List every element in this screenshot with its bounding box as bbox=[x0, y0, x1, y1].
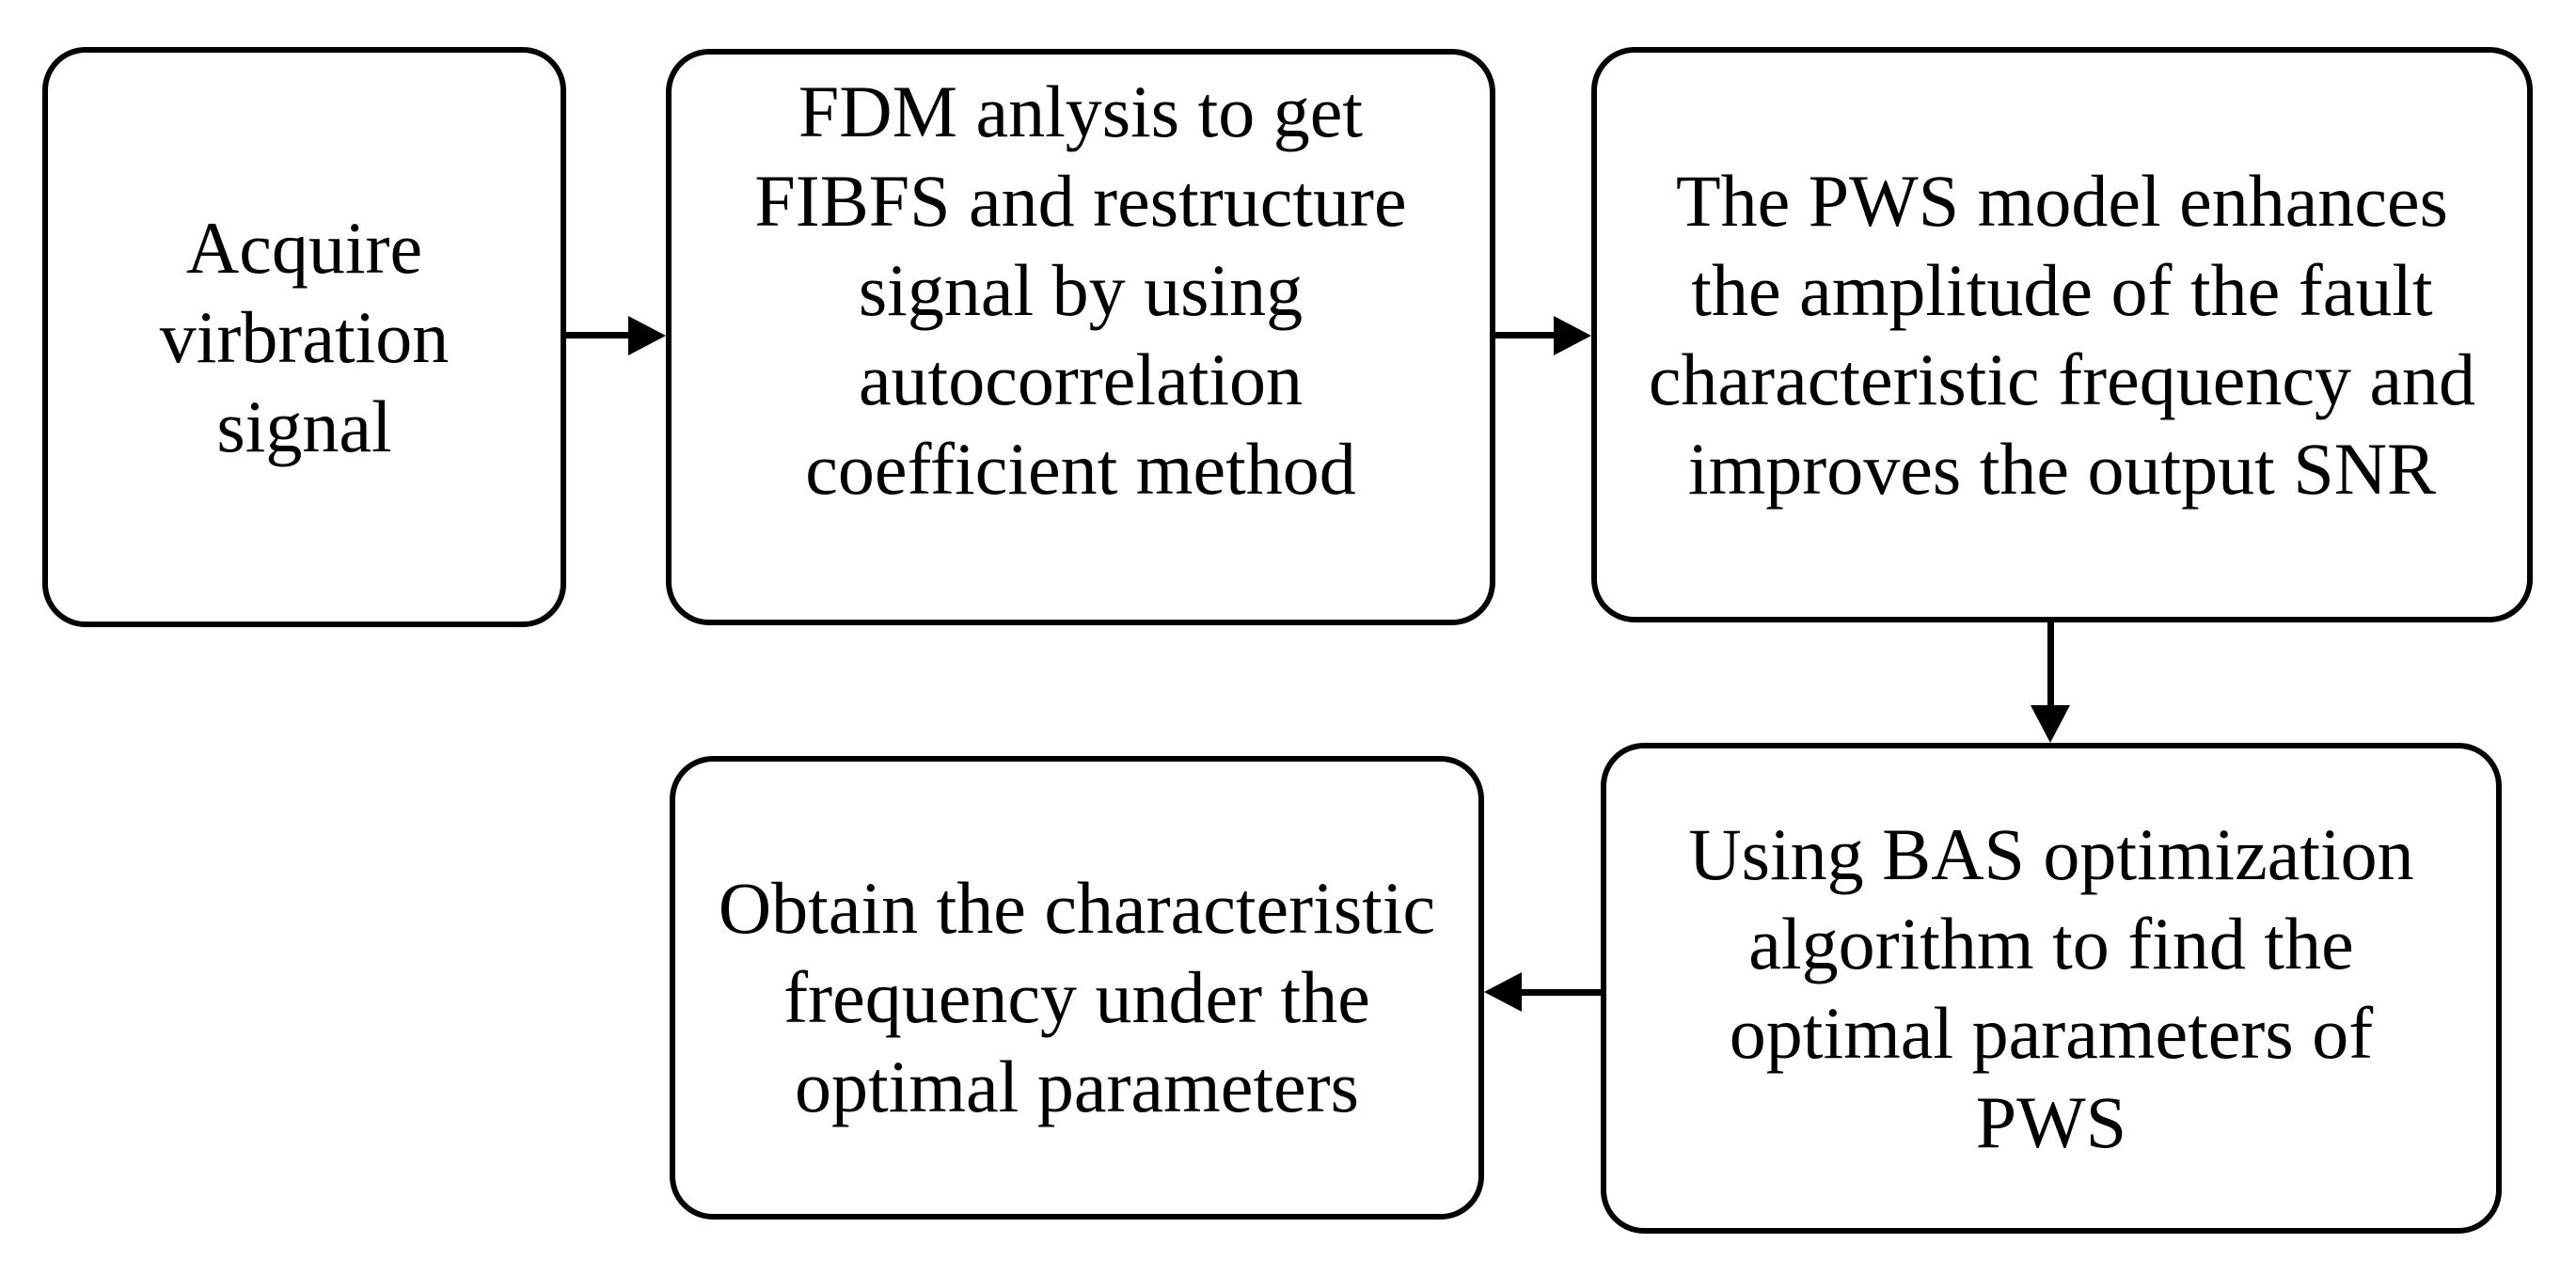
flow-node-bas-optimization: Using BAS optimization algorithm to find… bbox=[1601, 743, 2502, 1234]
arrow-shaft bbox=[562, 332, 632, 338]
node-text-line: autocorrelation bbox=[858, 338, 1304, 420]
node-text-line: Using BAS optimization bbox=[1688, 813, 2414, 895]
node-text-line: coefficient method bbox=[805, 428, 1356, 510]
node-text-line: frequency under the bbox=[783, 956, 1370, 1038]
node-text-line: FDM anlysis to get bbox=[798, 71, 1364, 152]
node-text-line: Acquire bbox=[185, 207, 423, 289]
node-text-line: optimal parameters bbox=[795, 1046, 1359, 1127]
node-text-line: optimal parameters of bbox=[1729, 992, 2374, 1074]
node-text-line: signal by using bbox=[858, 249, 1304, 331]
arrow-shaft bbox=[1493, 332, 1556, 338]
arrow-down-icon bbox=[2031, 705, 2070, 743]
arrow-shaft bbox=[2047, 621, 2054, 709]
arrow-right-icon bbox=[628, 316, 666, 355]
node-text-line: FIBFS and restructure bbox=[754, 160, 1407, 242]
node-text-line: The PWS model enhances bbox=[1676, 160, 2448, 242]
node-text-line: signal bbox=[216, 386, 392, 467]
node-text-line: the amplitude of the fault bbox=[1691, 249, 2433, 331]
node-text-line: virbration bbox=[159, 296, 450, 378]
arrow-right-icon bbox=[1554, 316, 1591, 355]
arrow-left-icon bbox=[1484, 972, 1522, 1012]
flow-node-obtain-characteristic-frequency: Obtain the characteristic frequency unde… bbox=[670, 756, 1484, 1220]
node-text-line: PWS bbox=[1975, 1081, 2127, 1163]
flow-node-acquire-vibration-signal: Acquire virbration signal bbox=[42, 47, 566, 627]
arrow-shaft bbox=[1520, 989, 1603, 996]
node-text-line: Obtain the characteristic bbox=[718, 867, 1436, 949]
node-text-line: improves the output SNR bbox=[1687, 428, 2437, 510]
flow-node-pws-model: The PWS model enhances the amplitude of … bbox=[1591, 47, 2533, 622]
node-text-line: algorithm to find the bbox=[1748, 903, 2354, 984]
flow-node-fdm-analysis: FDM anlysis to get FIBFS and restructure… bbox=[666, 49, 1495, 625]
node-text-line: characteristic frequency and bbox=[1648, 338, 2476, 420]
